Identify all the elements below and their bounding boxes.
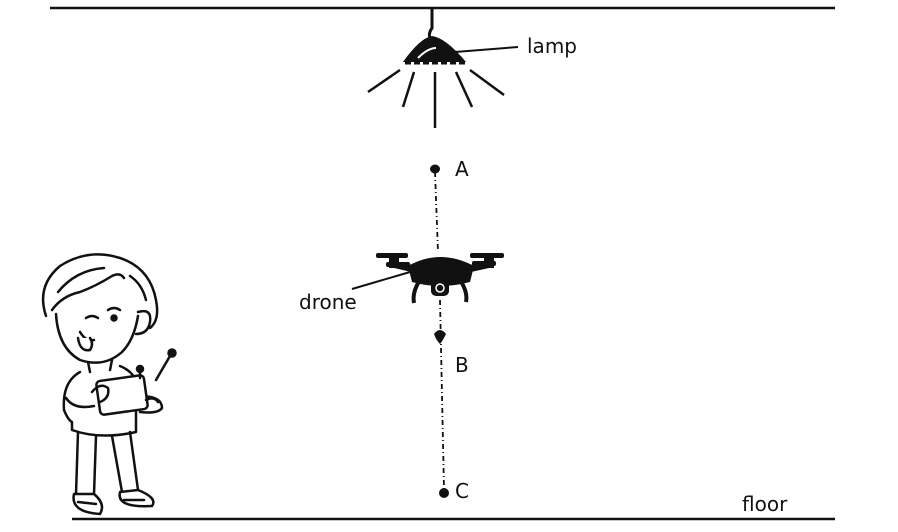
point-b-marker: [434, 330, 446, 344]
point-a-marker: [430, 164, 440, 174]
point-c-label: C: [455, 479, 469, 503]
point-b-label: B: [455, 353, 469, 377]
drone-path: [434, 171, 445, 491]
lamp-leader-line: [454, 46, 519, 53]
drone-label: drone: [299, 290, 357, 314]
drone-leader-line: [351, 271, 411, 290]
lamp-label: lamp: [527, 34, 577, 58]
lamp: [367, 8, 505, 128]
point-c-marker: [439, 488, 449, 498]
boy-with-remote-illustration: [41, 253, 177, 516]
floor-label: floor: [742, 492, 788, 516]
drone-icon: [376, 253, 504, 304]
point-a-label: A: [455, 157, 469, 181]
